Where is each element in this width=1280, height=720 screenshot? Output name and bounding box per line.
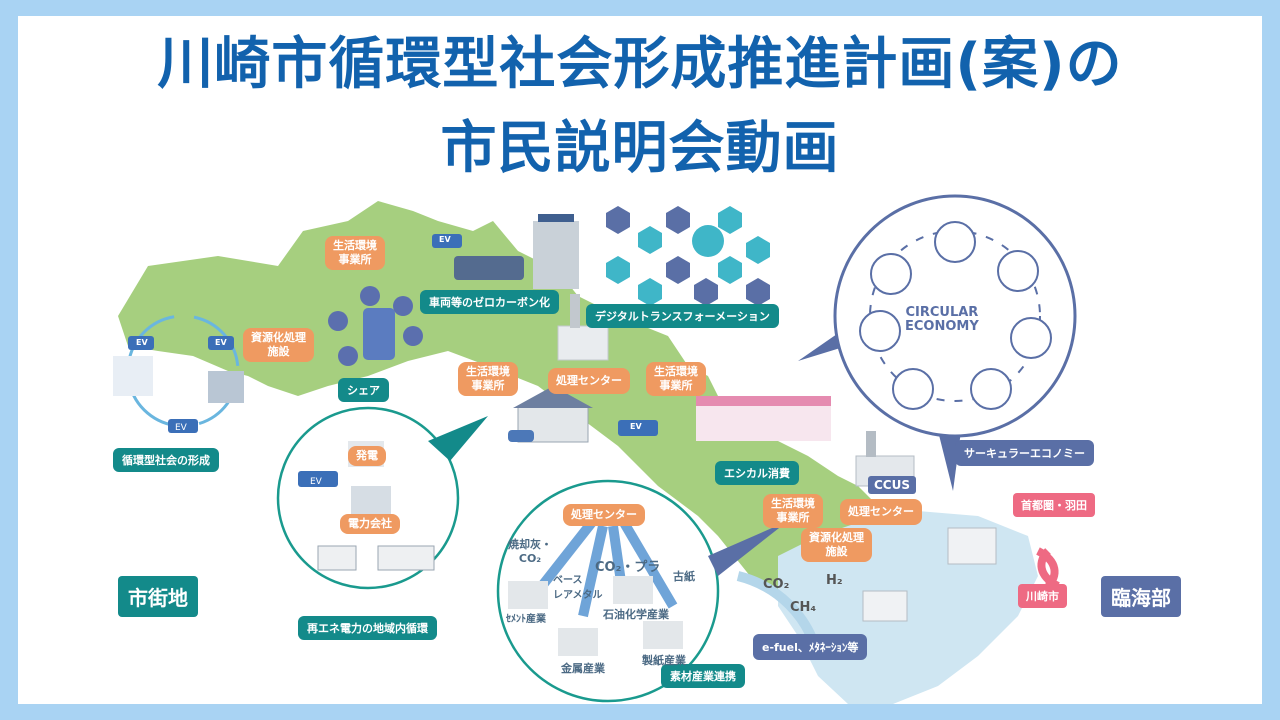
svg-text:EV: EV	[310, 477, 323, 487]
factory-icon	[377, 545, 435, 571]
house-icon	[317, 545, 357, 571]
bus-icon	[454, 256, 524, 280]
factory-icon	[643, 621, 683, 649]
office-label-top: 生活環境 事業所	[325, 236, 385, 270]
tshirt-icon	[870, 253, 912, 295]
factory-icon	[613, 576, 653, 604]
smartphone-icon	[997, 250, 1039, 292]
zero-carbon-label: 車両等のゼロカーボン化	[420, 290, 559, 314]
dx-label: デジタルトランスフォーメーション	[586, 304, 779, 328]
processing-center-label-coast: 処理センター	[840, 499, 922, 525]
ev-tag: EV	[215, 338, 227, 347]
industry-metal: 金属産業	[561, 662, 605, 675]
svg-text:CH₄: CH₄	[790, 600, 816, 615]
kawasaki-map-illustration: EV	[113, 194, 1077, 704]
industry-petrochemical: 石油化学産業	[603, 608, 669, 621]
recycle-tree-icon	[859, 310, 901, 352]
tokyo-haneda-label: 首都圏・羽田	[1013, 493, 1095, 517]
ev-tag: EV	[439, 235, 451, 244]
flow-label-co2-plastic: CO₂・プラ	[595, 560, 661, 575]
ev-truck-icon	[208, 336, 234, 350]
flow-label-ash-co2: 焼却灰・ CO₂	[508, 538, 552, 565]
generation-label: 発電	[348, 446, 386, 466]
city-area-badge: 市街地	[118, 576, 198, 617]
coastal-area-badge: 臨海部	[1101, 576, 1181, 617]
materials-circle-caption: 素材産業連携	[661, 664, 745, 688]
flow-label-metal: ベース レアメタル	[553, 575, 603, 601]
office-building-icon	[533, 221, 579, 289]
smartphone-icon	[363, 308, 395, 360]
page-title-line2: 市民説明会動画	[440, 116, 840, 181]
industry-paper: 製紙産業	[642, 654, 686, 667]
resource-facility-label-left: 資源化処理 施設	[243, 328, 314, 362]
svg-text:CO₂: CO₂	[763, 577, 789, 592]
ev-truck-icon	[298, 471, 338, 487]
kawasaki-label: 川崎市	[1018, 584, 1067, 608]
power-circle-caption: 再エネ電力の地域内循環	[298, 616, 437, 640]
flow-arrow	[618, 518, 678, 609]
page-title-line1: 川崎市循環型社会形成推進計画(案)の	[157, 32, 1123, 97]
power-company-building-icon	[351, 486, 391, 516]
efuel-label: e-fuel、ﾒﾀﾈｰｼｮﾝ等	[753, 634, 868, 660]
flow-arrow	[578, 524, 608, 618]
milk-carton-icon	[1010, 317, 1052, 359]
svg-text:EV: EV	[175, 423, 188, 433]
office-label-coast: 生活環境 事業所	[763, 494, 823, 528]
office-label-mid-right: 生活環境 事業所	[646, 362, 706, 396]
ethical-consumption-label: エシカル消費	[715, 461, 799, 485]
processing-center-label-mid: 処理センター	[548, 368, 630, 394]
factory-icon	[508, 581, 548, 609]
market-stalls-icon	[696, 401, 831, 441]
slide-frame: 川崎市循環型社会形成推進計画(案)の 市民説明会動画 EV	[18, 16, 1262, 704]
truck-icon	[892, 368, 934, 410]
ev-truck-icon	[128, 336, 154, 350]
ccus-label: CCUS	[868, 476, 916, 494]
car-icon	[508, 430, 534, 442]
ev-truck-icon	[618, 420, 658, 436]
flow-label-paper: 古紙	[673, 570, 695, 583]
ev-tag: EV	[136, 338, 148, 347]
ev-tag: EV	[630, 422, 642, 431]
factory-icon	[558, 628, 598, 656]
urban-area-map	[118, 201, 958, 611]
office-label-mid-left: 生活環境 事業所	[458, 362, 518, 396]
processing-plant-icon	[557, 325, 609, 361]
circular-economy-label: サーキュラーエコノミー	[955, 440, 1094, 466]
resource-facility-label-coast: 資源化処理 施設	[801, 528, 872, 562]
box-icon	[970, 368, 1012, 410]
circular-society-label: 循環型社会の形成	[113, 448, 219, 472]
share-label: シェア	[338, 378, 389, 402]
flow-arrow	[534, 517, 597, 595]
coastal-factory-icon	[862, 590, 908, 622]
ev-truck-icon	[168, 419, 198, 433]
coastal-factory-icon	[947, 527, 997, 565]
materials-center-label: 処理センター	[563, 504, 645, 526]
industry-cement: ｾﾒﾝﾄ産業	[506, 614, 546, 625]
power-company-label: 電力会社	[340, 514, 400, 534]
bottle-icon	[934, 221, 976, 263]
svg-text:H₂: H₂	[826, 573, 843, 588]
ev-truck-icon	[432, 234, 462, 248]
dx-hexagon-cluster	[606, 206, 770, 306]
